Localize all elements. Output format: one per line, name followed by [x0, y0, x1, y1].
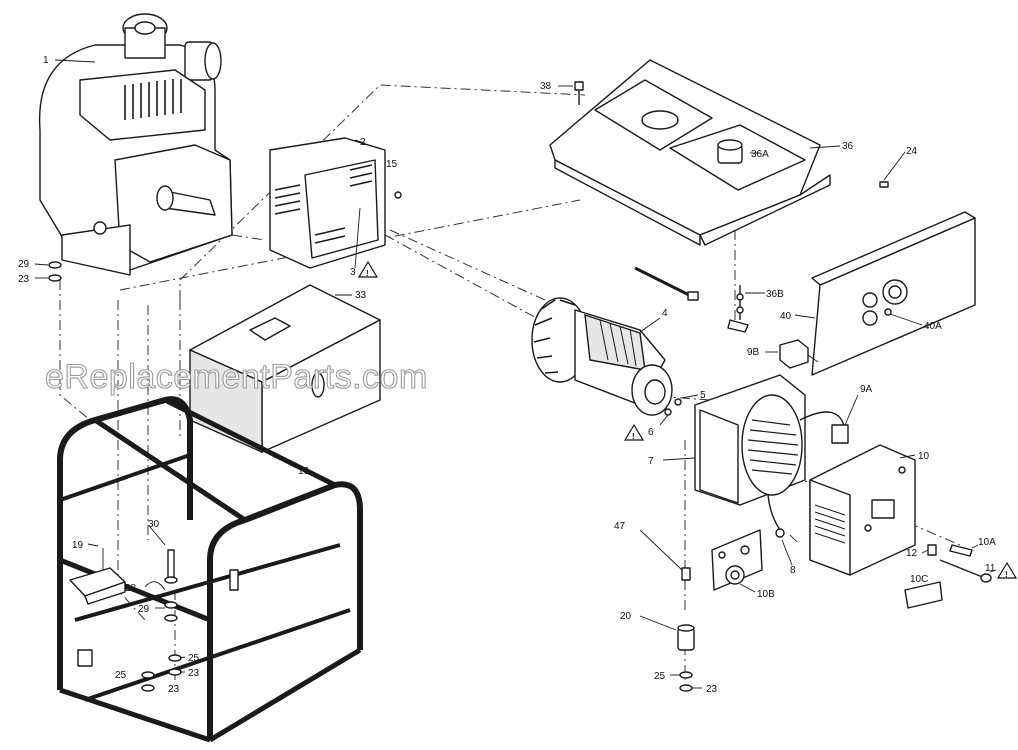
vibration-mount-part-20 — [639, 529, 702, 692]
hardware-left — [34, 261, 186, 692]
callout-19: 19 — [72, 540, 84, 551]
callout-24: 24 — [906, 146, 918, 157]
callout-38: 38 — [540, 81, 552, 92]
callout-15: 15 — [386, 159, 398, 170]
callout-36a: 36A — [751, 149, 769, 160]
warning-icon: ! — [623, 423, 645, 441]
blower-housing-part-2 — [269, 137, 402, 269]
callout-29: 29 — [18, 259, 30, 270]
callout-11: 11 — [985, 563, 996, 574]
svg-text:!: ! — [632, 432, 635, 441]
callout-10a: 10A — [978, 537, 996, 548]
fuel-line-part-36B — [634, 266, 765, 333]
callout-36: 36 — [842, 141, 854, 152]
callout-33: 33 — [355, 290, 367, 301]
callout-40: 40 — [780, 311, 792, 322]
callout-25: 25 — [115, 670, 127, 681]
callout-4: 4 — [662, 308, 668, 319]
callout-25: 25 — [188, 653, 200, 664]
cooling-fins — [124, 79, 182, 120]
callout-10: 10 — [918, 451, 930, 462]
watermark: eReplacementParts.com — [45, 358, 428, 396]
screw-part-38 — [558, 81, 584, 105]
callout-29: 29 — [138, 604, 150, 615]
callout-5: 5 — [700, 390, 706, 401]
warning-icon: ! — [357, 260, 379, 278]
callout-30: 30 — [148, 519, 160, 530]
warning-symbols: ! ! ! — [357, 260, 1018, 579]
callout-40a: 40A — [924, 321, 942, 332]
callout-12: 12 — [906, 548, 918, 559]
bracket-part-19 — [69, 543, 126, 605]
callout-8: 8 — [790, 565, 796, 576]
connector-part-9B — [765, 339, 819, 369]
frame-part-16 — [57, 396, 363, 743]
callout-1: 1 — [43, 55, 49, 66]
callout-9b: 9B — [747, 347, 760, 358]
callout-6: 6 — [648, 427, 654, 438]
callout-9a: 9A — [860, 384, 873, 395]
stator-housing-part-7 — [662, 374, 859, 566]
callout-47: 47 — [614, 521, 626, 532]
svg-text:!: ! — [366, 269, 369, 278]
callout-2: 2 — [360, 137, 366, 148]
callout-23: 23 — [168, 684, 180, 695]
warning-icon: ! — [996, 561, 1018, 579]
hardware-right — [711, 529, 997, 609]
callout-10b: 10B — [757, 589, 775, 600]
callout-20: 20 — [620, 611, 632, 622]
callout-23: 23 — [188, 668, 200, 679]
callout-3: 3 — [350, 267, 356, 278]
callout-36b: 36B — [766, 289, 784, 300]
callout-10c: 10C — [910, 574, 928, 585]
svg-text:!: ! — [1005, 570, 1008, 579]
engine-part-1 — [38, 13, 233, 276]
shield-part-33 — [189, 284, 381, 454]
callout-23: 23 — [18, 274, 30, 285]
control-panel-part-40 — [794, 151, 976, 376]
callout-23: 23 — [706, 684, 718, 695]
callout-7: 7 — [648, 456, 654, 467]
callout-labels: 1 2 3 4 5 6 7 8 9A 9B 10 10A 10B 10C 11 … — [18, 55, 996, 695]
rotor-part-4 — [531, 297, 699, 426]
fuel-tank-part-36 — [549, 59, 841, 246]
callout-25: 25 — [654, 671, 666, 682]
callout-16: 16 — [298, 466, 310, 477]
end-cover-part-10 — [809, 444, 916, 576]
callout-28: 28 — [125, 583, 137, 594]
